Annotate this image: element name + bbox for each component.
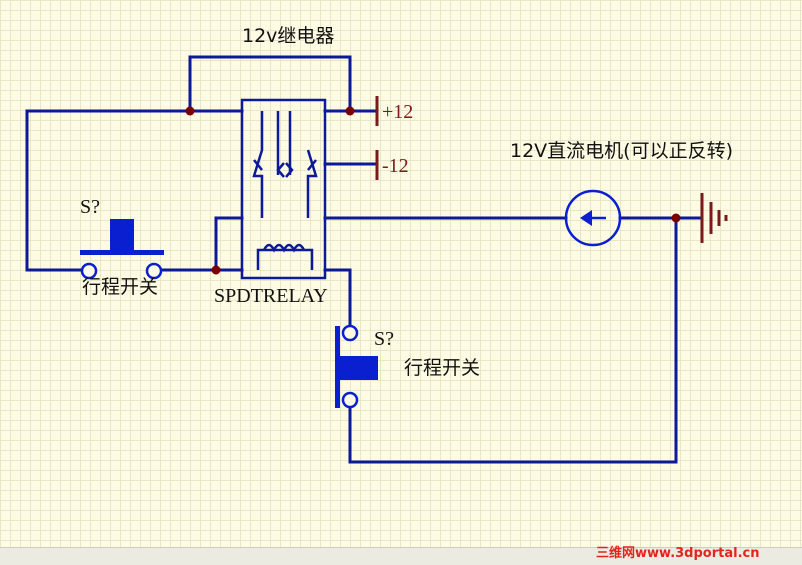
status-bar (0, 547, 802, 565)
wire-top-bridge (188, 55, 352, 113)
switch2-bar (335, 326, 340, 408)
limit-switch-1 (80, 219, 164, 280)
label-minus12: -12 (382, 155, 409, 177)
junction-dot (671, 213, 681, 223)
wire-junction-up (214, 216, 244, 272)
relay-nc-left (253, 159, 263, 171)
motor-title: 12V直流电机(可以正反转) (510, 140, 733, 162)
relay-arrow-left (276, 162, 285, 178)
switch1-bar (80, 250, 164, 255)
wire-bottom-return (348, 216, 678, 464)
relay-nc-right (307, 159, 317, 171)
switch2-ref: S? (374, 328, 394, 350)
wire-left-loop (25, 109, 192, 272)
switch1-name: 行程开关 (82, 276, 158, 298)
label-plus12: +12 (382, 101, 413, 123)
relay-arrow-right (285, 162, 294, 178)
junction-dot (345, 106, 355, 116)
junction-dot (211, 265, 221, 275)
relay-name: SPDTRELAY (214, 285, 328, 307)
limit-switch-2 (335, 324, 378, 409)
switch1-terminal-right (145, 262, 163, 280)
switch2-terminal-top (341, 324, 359, 342)
spdt-relay (240, 98, 327, 280)
junction-dot (185, 106, 195, 116)
ground-icon (700, 193, 728, 243)
wires (25, 55, 702, 464)
relay-coil (262, 243, 306, 253)
switch2-name: 行程开关 (404, 357, 480, 379)
relay-title: 12v继电器 (242, 25, 334, 47)
switch2-terminal-bottom (341, 391, 359, 409)
switch1-terminal-left (80, 262, 98, 280)
junctions (185, 106, 681, 275)
watermark: 三维网www.3dportal.cn (596, 545, 759, 561)
switch1-ref: S? (80, 196, 100, 218)
relay-contact-left (252, 111, 264, 218)
relay-body (240, 98, 327, 280)
wire-relay-to-switch2 (323, 268, 352, 327)
motor-arrow-icon (580, 210, 592, 226)
switch2-actuator (340, 356, 378, 380)
dc-motor (564, 189, 622, 247)
switch1-actuator (110, 219, 134, 252)
motor-body (564, 189, 622, 247)
